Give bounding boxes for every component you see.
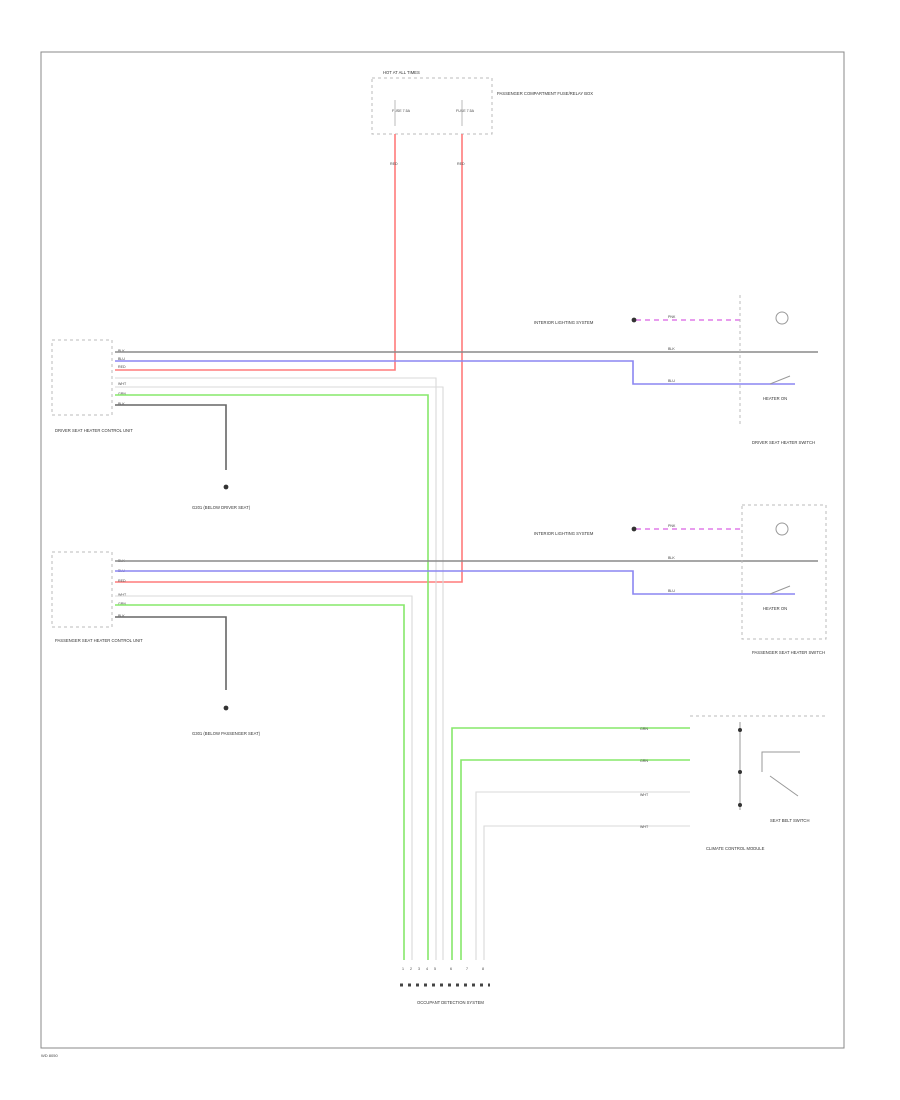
belt-pin-4: WHT (640, 825, 649, 829)
bottom-pin-3: 3 (418, 967, 420, 971)
passenger-indicator-icon (775, 522, 789, 536)
fuse-wire-a-color: RED (390, 162, 398, 166)
driver-indicator-icon (775, 311, 789, 325)
belt-node-3-icon (738, 803, 742, 807)
driver-switch-pin-1: BLK (668, 347, 675, 351)
seat-belt-switch-icon (761, 751, 800, 797)
belt-white-wire-1 (475, 791, 690, 960)
passenger-ground-label: G301 (BELOW PASSENGER SEAT) (192, 731, 261, 736)
fuse-b-label: FUSE 7.5A (456, 109, 475, 113)
driver-pin-5: GRN (118, 392, 126, 396)
passenger-pin-4: WHT (118, 593, 127, 597)
passenger-switch-sub: HEATER ON (763, 606, 787, 611)
driver-switch-label: DRIVER SEAT HEATER SWITCH (752, 440, 815, 445)
interior-illum-1: INTERIOR LIGHTING SYSTEM (534, 320, 594, 325)
fuse-box-title: HOT AT ALL TIMES (383, 70, 420, 75)
belt-white-wire-2 (483, 825, 690, 960)
driver-green-wire (115, 394, 429, 960)
driver-unit-label: DRIVER SEAT HEATER CONTROL UNIT (55, 428, 133, 433)
passenger-pin-6: BLK (118, 614, 125, 618)
driver-pin-6: BLK (118, 402, 125, 406)
passenger-unit-label: PASSENGER SEAT HEATER CONTROL UNIT (55, 638, 143, 643)
diagram-frame (40, 51, 845, 1049)
passenger-switch-label: PASSENGER SEAT HEATER SWITCH (752, 650, 825, 655)
passenger-switch-contact-icon (769, 585, 791, 595)
bottom-pin-8: 8 (482, 967, 484, 971)
passenger-blue-wire (115, 570, 795, 595)
belt-pin-1: GRN (640, 727, 648, 731)
driver-ground-label: G201 (BELOW DRIVER SEAT) (192, 505, 251, 510)
driver-pin-2: BLU (118, 357, 125, 361)
red-wire-passenger (115, 134, 463, 583)
passenger-illum-connector-icon (631, 526, 637, 532)
driver-ground-icon (223, 484, 229, 490)
bottom-pin-2: 2 (410, 967, 412, 971)
bottom-pin-5: 5 (434, 967, 436, 971)
belt-green-wire-2 (460, 759, 690, 960)
driver-control-unit: DRIVER SEAT HEATER CONTROL UNIT BLK BLU … (51, 339, 133, 433)
driver-switch-pin-3: PNK (668, 315, 676, 319)
belt-node-2-icon (738, 770, 742, 774)
bottom-pin-6: 6 (450, 967, 452, 971)
belt-pin-2: GRN (640, 759, 648, 763)
interior-illum-2: INTERIOR LIGHTING SYSTEM (534, 531, 594, 536)
seat-belt-switch-label: SEAT BELT SWITCH (770, 818, 809, 823)
driver-white-wire (115, 377, 437, 960)
bottom-pin-4: 4 (426, 967, 428, 971)
driver-switch-sub: HEATER ON (763, 396, 787, 401)
diagram-footer: WD 8050 (41, 1053, 58, 1058)
driver-switch-contact-icon (769, 375, 791, 385)
driver-switch-pin-2: BLU (668, 379, 675, 383)
passenger-ground-wire (115, 616, 227, 690)
passenger-green-wire (115, 604, 405, 960)
bottom-pin-7: 7 (466, 967, 468, 971)
passenger-control-unit: PASSENGER SEAT HEATER CONTROL UNIT BLK B… (51, 551, 143, 643)
belt-node-1-icon (738, 728, 742, 732)
belt-green-wire-1 (451, 727, 690, 960)
driver-illum-connector-icon (631, 317, 637, 323)
driver-pin-1: BLK (118, 349, 125, 353)
passenger-ground-icon (223, 705, 229, 711)
belt-pin-3: WHT (640, 793, 649, 797)
fuse-box-desc: PASSENGER COMPARTMENT FUSE/RELAY BOX (497, 91, 593, 96)
bottom-pin-1: 1 (402, 967, 404, 971)
passenger-switch-pin-3: PNK (668, 524, 676, 528)
passenger-white-wire (115, 595, 413, 960)
driver-blue-wire (115, 360, 795, 385)
passenger-switch-pin-1: BLK (668, 556, 675, 560)
red-wire-driver (115, 134, 396, 371)
fuse-box: HOT AT ALL TIMES PASSENGER COMPARTMENT F… (371, 70, 593, 135)
fuse-wire-b-color: RED (457, 162, 465, 166)
driver-white-wire-2 (115, 386, 444, 960)
driver-pin-3: RED (118, 365, 126, 369)
passenger-pin-3: RED (118, 579, 126, 583)
passenger-pin-5: GRN (118, 602, 126, 606)
fuse-a-label: FUSE 7.5A (392, 109, 411, 113)
passenger-switch-box (741, 504, 827, 640)
passenger-switch-pin-2: BLU (668, 589, 675, 593)
driver-ground-wire (115, 404, 227, 470)
bottom-connector: 1 2 3 4 5 6 7 8 OCCUPANT DETECTION SYSTE… (400, 967, 490, 1005)
cluster-label: CLIMATE CONTROL MODULE (706, 846, 765, 851)
driver-pin-4: WHT (118, 382, 127, 386)
bottom-connector-label: OCCUPANT DETECTION SYSTEM (417, 1000, 484, 1005)
